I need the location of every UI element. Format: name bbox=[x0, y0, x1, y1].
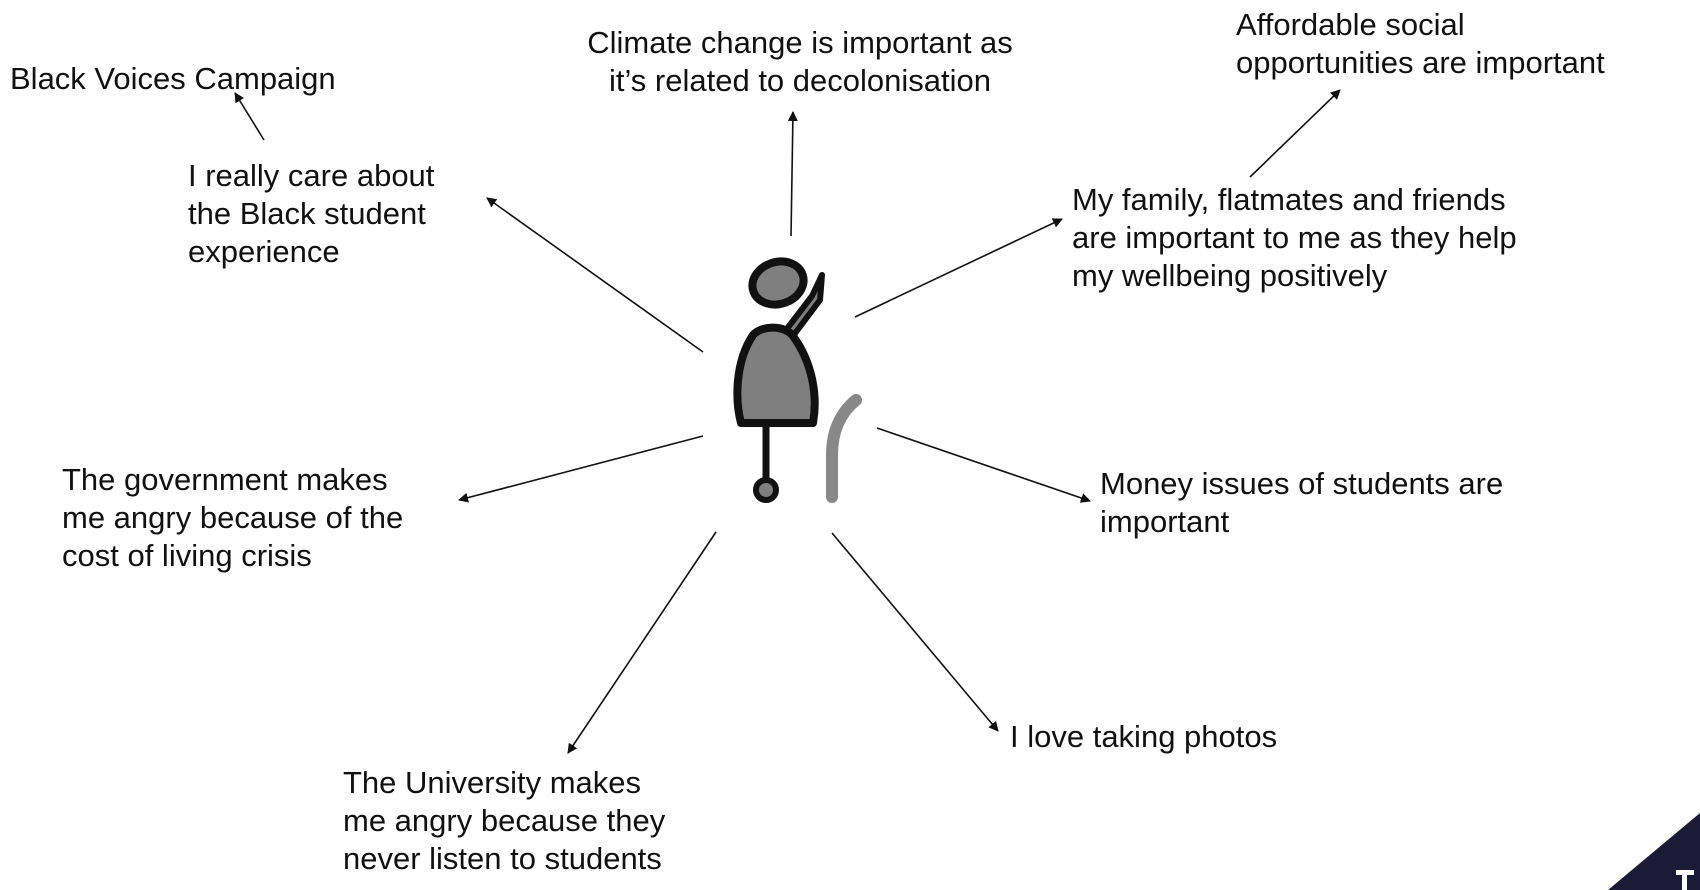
label-money-issues: Money issues of students are important bbox=[1100, 466, 1504, 539]
arrow-to-black-student bbox=[486, 197, 704, 353]
corner-logo-icon bbox=[1608, 813, 1700, 890]
label-government-angry: The government makes me angry because of… bbox=[62, 462, 404, 573]
arrow-to-affordable-social bbox=[1249, 89, 1341, 178]
arrow-to-black-voices bbox=[234, 92, 265, 141]
arrow-to-government bbox=[458, 435, 704, 503]
label-black-voices-campaign: Black Voices Campaign bbox=[10, 61, 336, 96]
label-taking-photos: I love taking photos bbox=[1010, 719, 1278, 754]
label-university-angry: The University makes me angry because th… bbox=[343, 765, 666, 876]
arrow-to-family bbox=[854, 218, 1063, 318]
arrow-to-climate bbox=[787, 111, 798, 237]
arrow-to-photos bbox=[831, 532, 999, 732]
arrow-to-university bbox=[567, 531, 717, 754]
arrow-to-money bbox=[876, 427, 1091, 503]
label-climate-change: Climate change is important as it’s rela… bbox=[587, 25, 1013, 98]
label-affordable-social: Affordable social opportunities are impo… bbox=[1236, 7, 1605, 80]
label-black-student-experience: I really care about the Black student ex… bbox=[188, 158, 435, 269]
label-family-flatmates-friends: My family, flatmates and friends are imp… bbox=[1072, 182, 1517, 293]
